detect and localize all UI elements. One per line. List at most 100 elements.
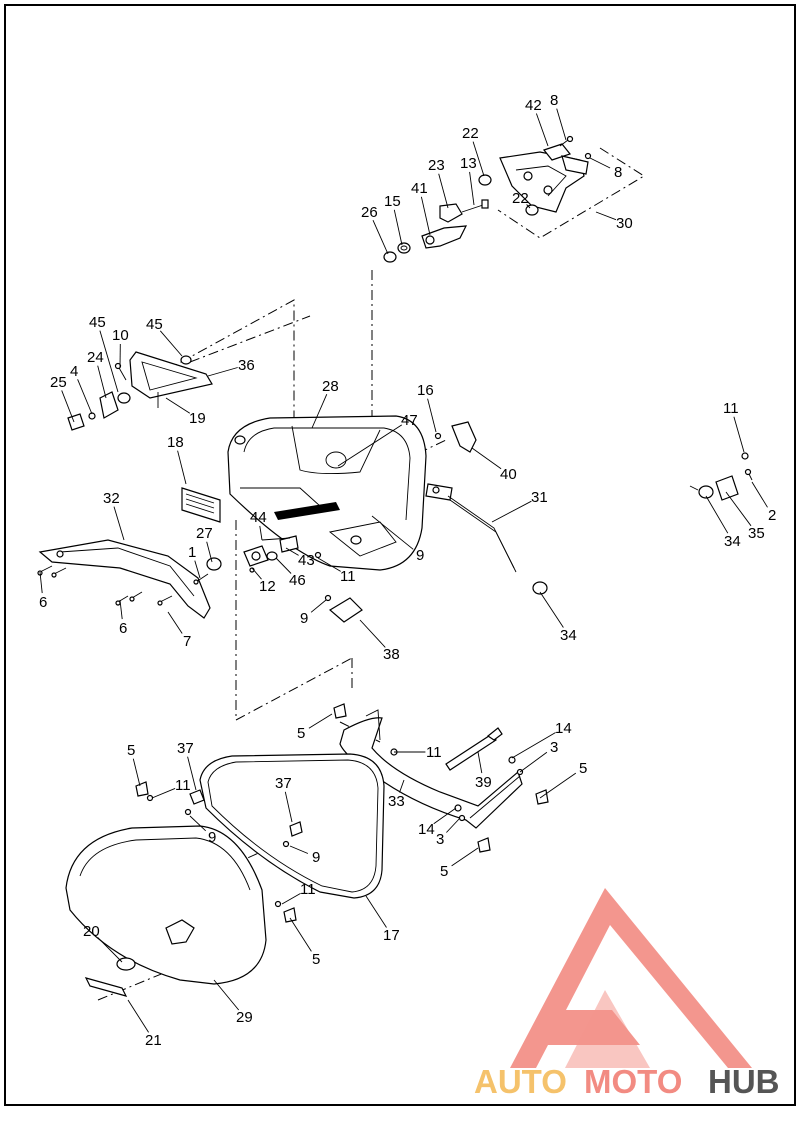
callout-label-c6a: 6 <box>39 594 47 611</box>
callout-label-c5d: 5 <box>440 863 448 880</box>
leader-line-c22a <box>472 141 485 177</box>
leader-line-c24 <box>97 365 107 399</box>
callout-label-c18: 18 <box>167 434 184 451</box>
callout-label-c16: 16 <box>417 382 434 399</box>
leader-line-c33 <box>399 779 405 793</box>
leader-line-c27 <box>206 541 213 563</box>
leader-line-c30 <box>595 211 617 221</box>
wordmark-hub: HUB <box>708 1063 780 1100</box>
leader-line-c45a <box>99 330 119 393</box>
clips-5-lid <box>274 900 297 923</box>
leader-line-c3a <box>519 751 548 773</box>
callout-label-c45a: 45 <box>89 314 106 331</box>
leader-line-c18 <box>177 450 187 485</box>
hinge-rail-32 <box>38 539 211 619</box>
trim-strip-47 <box>274 502 340 520</box>
leader-line-c6b <box>119 599 123 620</box>
clips-37 <box>135 781 303 848</box>
leader-line-c9a <box>371 515 414 550</box>
callout-label-c30: 30 <box>616 215 633 232</box>
leader-line-c35 <box>725 491 752 527</box>
callout-label-c42: 42 <box>525 97 542 114</box>
callout-label-c34b: 34 <box>560 627 577 644</box>
leader-line-c23 <box>438 173 449 209</box>
leader-line-c7 <box>167 611 183 634</box>
callout-label-c5a: 5 <box>297 725 305 742</box>
latch-lever-23 <box>439 203 463 223</box>
warning-label-18 <box>181 487 221 523</box>
callout-label-c47: 47 <box>401 412 418 429</box>
callout-label-c23: 23 <box>428 157 445 174</box>
callout-label-c7: 7 <box>183 633 191 650</box>
leader-line-c14b <box>433 807 457 825</box>
callout-label-c37a: 37 <box>177 740 194 757</box>
callout-label-c11c: 11 <box>175 777 191 794</box>
callout-label-c11b: 11 <box>340 568 356 585</box>
callout-label-c1: 1 <box>188 544 196 561</box>
callout-label-c33: 33 <box>388 793 405 810</box>
callout-label-c38: 38 <box>383 646 400 663</box>
bracket-24 <box>99 391 119 419</box>
latch-pin-13 <box>461 199 489 213</box>
leader-line-c42 <box>535 113 549 147</box>
leader-line-c11e <box>281 893 301 905</box>
leader-line-c44 <box>259 525 263 541</box>
leader-line-c12 <box>251 567 262 580</box>
callout-label-c14a: 14 <box>555 720 572 737</box>
latch-handle-41 <box>421 225 468 249</box>
leader-line-c29 <box>213 979 240 1011</box>
callout-label-c9c: 9 <box>208 829 216 846</box>
callout-label-c37b: 37 <box>275 775 292 792</box>
callout-label-c36: 36 <box>238 357 255 374</box>
callout-label-c13: 13 <box>460 155 477 172</box>
callout-label-c29: 29 <box>236 1009 253 1026</box>
leader-line-c5b <box>132 758 141 787</box>
leader-line-c25 <box>61 390 75 423</box>
callout-label-c4: 4 <box>70 363 78 380</box>
leader-line-c39 <box>477 751 483 774</box>
leader-line-c8a <box>556 108 567 141</box>
leader-line-c4 <box>77 379 93 415</box>
leader-line-c45b <box>159 330 183 357</box>
callout-label-c32: 32 <box>103 490 120 507</box>
leader-line-c34b <box>539 591 564 628</box>
bracket-38 <box>324 594 363 623</box>
callout-label-c6b: 6 <box>119 620 127 637</box>
leader-line-c37b <box>284 791 293 823</box>
leader-line-c47 <box>337 424 403 467</box>
leader-line-c14a <box>511 732 556 759</box>
callout-label-c40: 40 <box>500 466 517 483</box>
callout-label-c5b: 5 <box>127 742 135 759</box>
screws-6 <box>37 565 143 606</box>
callout-label-c22b: 22 <box>512 190 529 207</box>
leader-line-c38 <box>359 619 386 648</box>
leader-line-c11a <box>733 416 745 453</box>
callout-label-c35: 35 <box>748 525 765 542</box>
washer-45 <box>117 355 192 404</box>
leader-line-c34a <box>705 495 729 534</box>
leader-line-c28 <box>311 394 328 429</box>
leader-line-c43 <box>285 547 299 556</box>
callout-label-c17: 17 <box>383 927 400 944</box>
callout-label-c8a: 8 <box>550 92 558 109</box>
leader-line-c11b <box>317 557 341 572</box>
screw-10 <box>114 362 127 381</box>
callout-label-c12: 12 <box>259 578 276 595</box>
leader-line-c13 <box>469 171 475 206</box>
support-cable-31 <box>425 483 548 595</box>
leader-line-c31 <box>491 500 532 523</box>
lock-cylinder-44 <box>243 535 299 573</box>
latch-assembly-30 <box>499 143 589 213</box>
automotohub-logo <box>510 888 752 1068</box>
leader-line-c5c <box>539 772 577 799</box>
leader-line-c5d <box>451 847 479 867</box>
leader-line-c2 <box>751 481 768 508</box>
callout-label-c44: 44 <box>250 509 267 526</box>
leader-line-c46 <box>275 557 292 574</box>
callout-label-c20: 20 <box>83 923 100 940</box>
callout-label-c9d: 9 <box>312 849 320 866</box>
leader-line-c21 <box>127 999 149 1033</box>
callout-label-c46: 46 <box>289 572 306 589</box>
callout-label-c34a: 34 <box>724 533 741 550</box>
callout-label-c25: 25 <box>50 374 67 391</box>
